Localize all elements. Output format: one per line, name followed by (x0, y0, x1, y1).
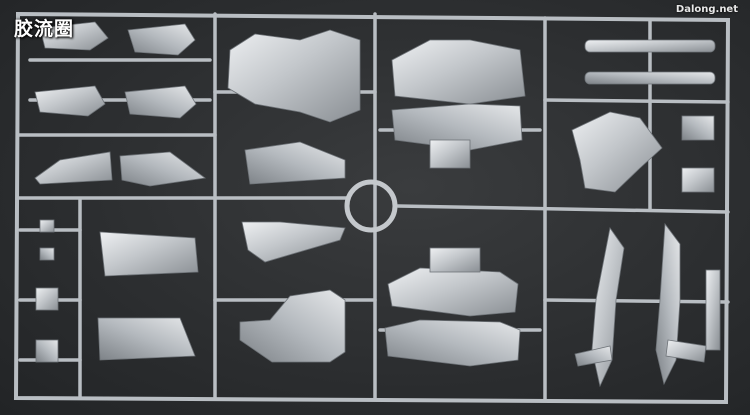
sprue-parts-right-center-upper (391, 39, 526, 169)
sprue-parts-center-lower (239, 221, 346, 363)
sprue-parts-center-upper (227, 29, 361, 185)
sprue-parts-right-upper (571, 39, 716, 193)
watermark-site-text: Dalong.net (675, 4, 738, 15)
sprue-parts-right-lower (574, 222, 721, 388)
watermark-logo-text: 胶流圈 (14, 18, 75, 40)
sprue-center-ring (344, 179, 398, 233)
sprue-parts-right-center-lower (384, 247, 521, 367)
sprue-parts-left-lower (35, 219, 199, 363)
sprue-parts-left-upper (34, 21, 207, 187)
